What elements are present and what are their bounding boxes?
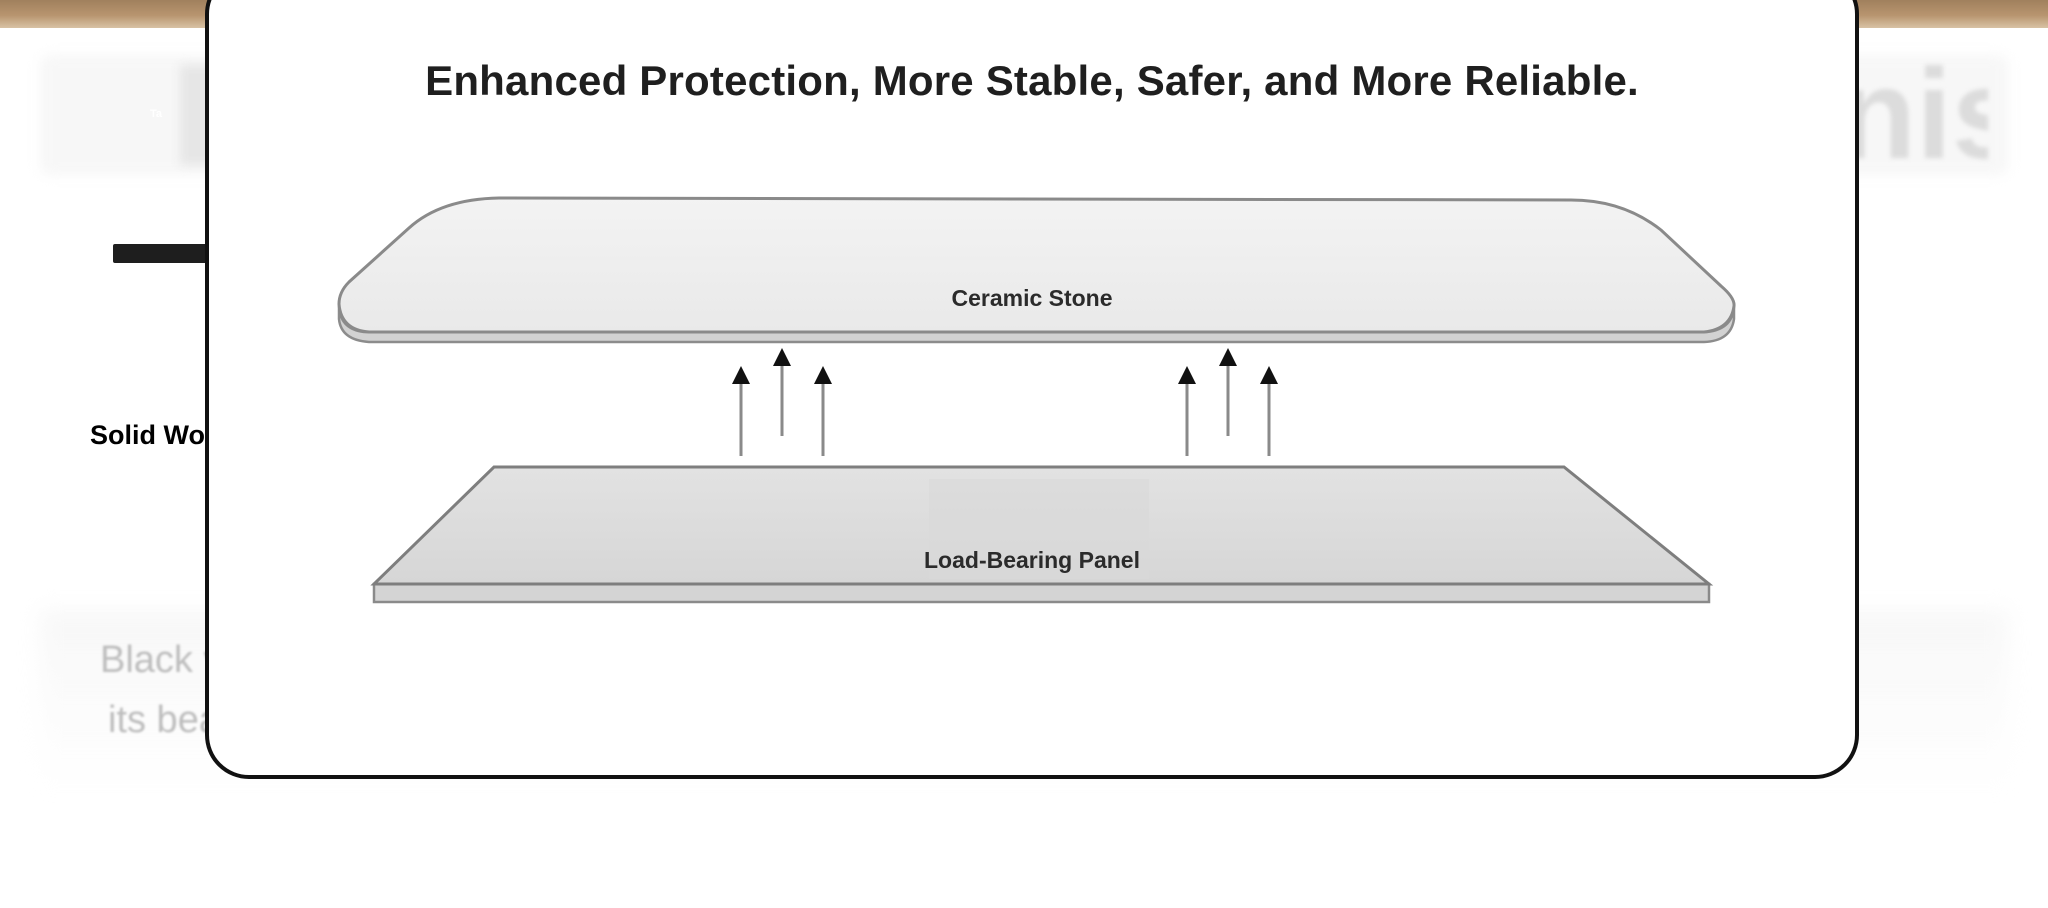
arrow-up-icon [732,366,750,456]
layer-diagram [337,196,1736,604]
arrow-up-icon [814,366,832,456]
stone-slab-top [337,196,1736,334]
arrow-up-icon [1178,366,1196,456]
load-bearing-panel-label: Load-Bearing Panel [924,547,1140,573]
modal-title: Enhanced Protection, More Stable, Safer,… [425,57,1639,104]
background-blurred-heading: nis [1838,50,1988,180]
ceramic-stone-slab [337,196,1736,344]
blurred-line-2: its bea [108,699,220,741]
arrow-up-icon [1219,348,1237,436]
layer-diagram-frame: Enhanced Protection, More Stable, Safer,… [205,0,1859,779]
arrow-up-icon [1260,366,1278,456]
panel-front-edge [372,582,1711,604]
blurred-line-1: Black v [100,639,223,681]
arrow-group-left [732,348,832,456]
ceramic-stone-label: Ceramic Stone [951,285,1113,311]
background-tiny-caption-left: Ta [150,108,163,120]
arrow-up-icon [773,348,791,436]
background-black-bar [113,244,223,263]
load-bearing-panel [370,465,1714,604]
panel-faint-inner-texture [929,479,1149,579]
arrow-group-right [1178,348,1278,456]
background-blurred-paragraph: Black v its bea [100,630,222,750]
